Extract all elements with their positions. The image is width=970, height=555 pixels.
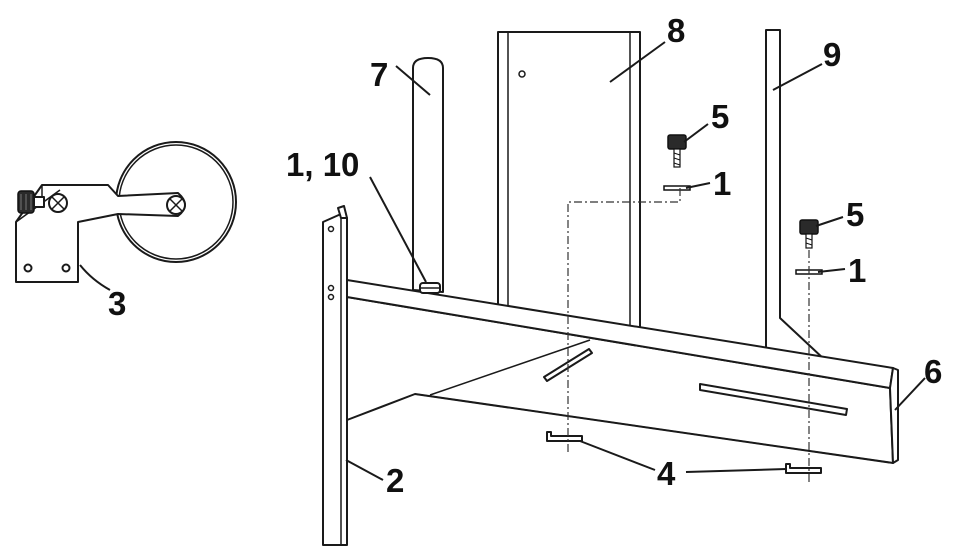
callout-1-10: 1, 10: [286, 146, 359, 183]
screw-top: [667, 134, 687, 168]
leader-7: [395, 65, 431, 96]
leader-2: [345, 459, 384, 481]
callout-6: 6: [924, 353, 942, 390]
clip-left: [546, 431, 583, 442]
left-post: [412, 57, 444, 293]
mount-hole: [23, 263, 33, 273]
callout-3: 3: [108, 285, 126, 322]
leader-1-right: [817, 268, 846, 273]
main-arm: [346, 279, 899, 464]
leader-4b: [685, 468, 787, 473]
callout-4: 4: [657, 455, 676, 492]
callout-5-right: 5: [846, 196, 864, 233]
right-post: [765, 29, 826, 361]
callout-9: 9: [823, 36, 841, 73]
leader-5-right: [815, 216, 844, 227]
pin-washer: [419, 282, 441, 294]
callout-1-right: 1: [848, 252, 866, 289]
leader-8: [609, 41, 666, 83]
arm-slot-right: [699, 383, 848, 416]
vertical-bar: [322, 205, 348, 546]
mount-hole: [61, 263, 71, 273]
leader-5-top: [683, 123, 709, 143]
callout-7: 7: [370, 56, 388, 93]
clip-right: [785, 463, 822, 474]
leader-1-10: [369, 176, 427, 283]
callout-8: 8: [667, 12, 685, 49]
callout-2: 2: [386, 462, 404, 499]
assembly-line-left: [567, 188, 681, 452]
leader-9: [772, 63, 823, 91]
leader-1-top: [685, 182, 711, 189]
leader-4a: [579, 440, 656, 471]
screw-right: [799, 219, 819, 249]
wheel-assembly: [15, 141, 237, 291]
leader-6: [894, 377, 926, 411]
arm-end-face: [889, 367, 899, 464]
callout-1-top: 1: [713, 165, 731, 202]
callout-5-top: 5: [711, 98, 729, 135]
